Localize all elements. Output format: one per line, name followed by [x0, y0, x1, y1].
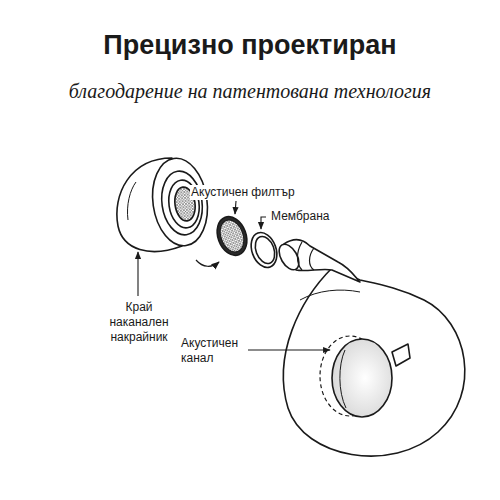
- acoustic-filter-rim: [212, 212, 252, 259]
- leader-line: [248, 349, 330, 350]
- acoustic-channel: [332, 339, 392, 417]
- acoustic-filter-mesh: [216, 217, 248, 256]
- part-label: Акустичен филтър: [190, 185, 296, 200]
- membrane-ring: [247, 229, 282, 271]
- stem-rings: [298, 242, 315, 270]
- part-label: Акустичен канал: [180, 336, 248, 366]
- subtitle: благодарение на патентована технология: [69, 80, 431, 103]
- ear-tip-front: [147, 155, 213, 250]
- shell-contour: [300, 290, 360, 300]
- earplug-shell: [283, 268, 464, 456]
- ear-tip-shading: [127, 182, 136, 220]
- leader-line: [235, 201, 236, 214]
- membrane-inner: [252, 234, 278, 266]
- shell-notch: [392, 344, 410, 366]
- channel-depth: [340, 350, 346, 408]
- stem-end: [275, 241, 303, 273]
- part-label: Край наканален накрайник: [102, 300, 176, 345]
- part-label: Мембрана: [270, 209, 330, 224]
- leader-line: [137, 252, 138, 296]
- leader-line: [261, 217, 266, 229]
- assembly-arrow: [196, 260, 219, 266]
- title: Прецизно проектиран: [103, 30, 396, 61]
- ear-tip-inner-ring: [158, 169, 207, 238]
